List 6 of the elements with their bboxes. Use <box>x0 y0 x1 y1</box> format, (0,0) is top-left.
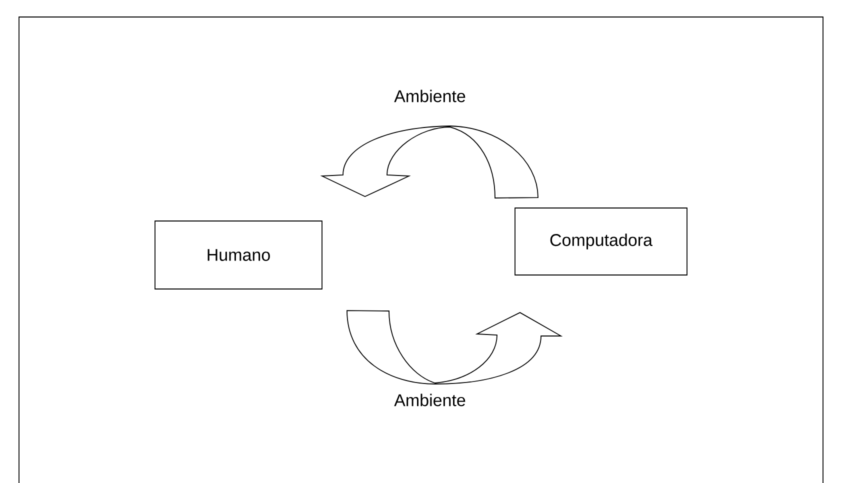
edge-label: Ambiente <box>394 394 466 406</box>
process-box: Humano <box>154 220 322 290</box>
process-box: Computadora <box>514 208 688 276</box>
curved-block-arrow <box>322 126 538 198</box>
edge-label: Ambiente <box>394 90 466 102</box>
curved-block-arrow <box>346 310 562 384</box>
